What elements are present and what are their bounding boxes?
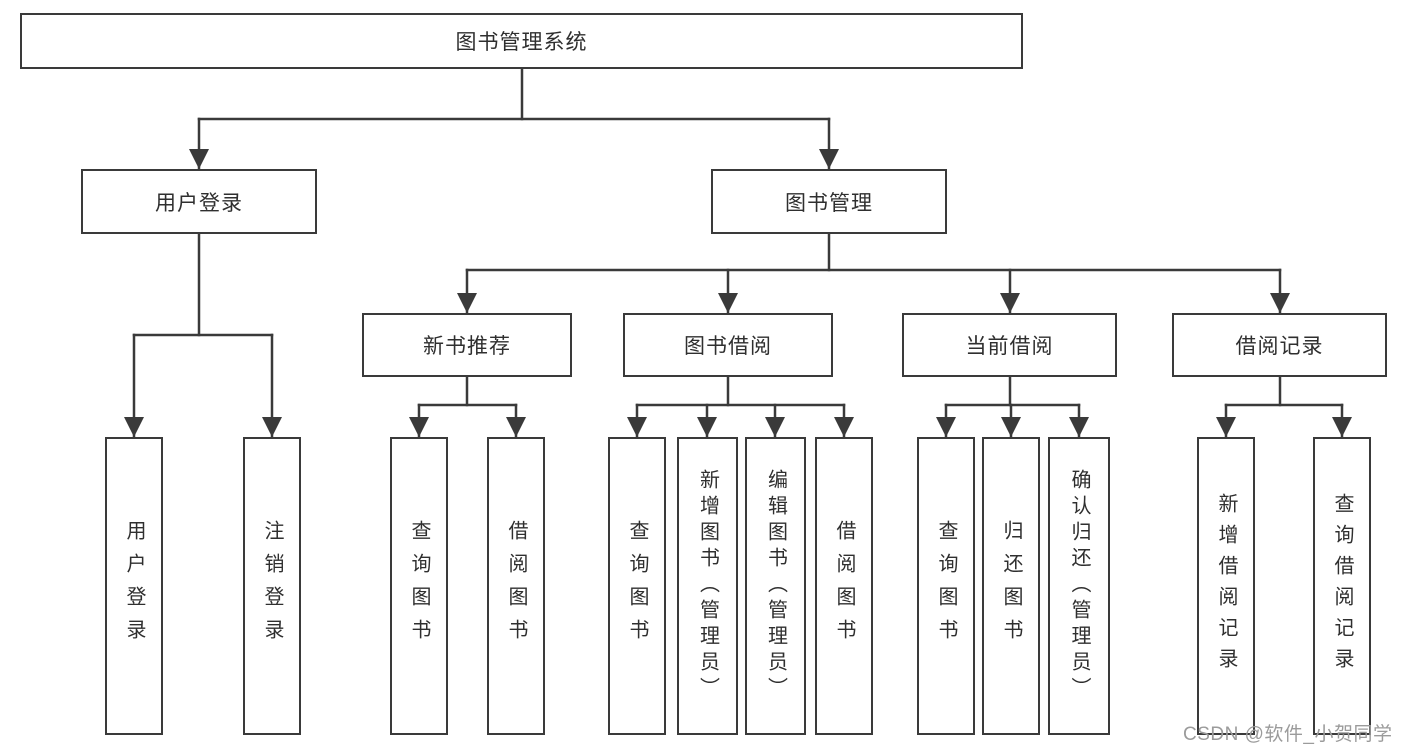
csdn-watermark: CSDN @软件_小贺同学 <box>1183 724 1393 745</box>
node-borrow-record: 借阅记录 <box>1172 313 1387 377</box>
leaf-edit-book-admin: 编辑图书（管理员） <box>745 437 806 735</box>
leaf-logout-label: 注销登录 <box>261 520 283 652</box>
leaf-borrow-books-2: 借阅图书 <box>815 437 873 735</box>
leaf-borrow-books-1: 借阅图书 <box>487 437 545 735</box>
node-borrow-record-label: 借阅记录 <box>1235 335 1324 358</box>
leaf-query-books-3-label: 查询图书 <box>935 520 957 652</box>
leaf-borrow-books-1-label: 借阅图书 <box>505 520 527 652</box>
leaf-query-borrow-record-label: 查询借阅记录 <box>1331 493 1353 679</box>
leaf-return-books: 归还图书 <box>982 437 1040 735</box>
node-root-label: 图书管理系统 <box>455 31 588 54</box>
leaf-confirm-return-admin: 确认归还（管理员） <box>1048 437 1110 735</box>
leaf-user-login-label: 用户登录 <box>123 520 145 652</box>
node-book-borrow-label: 图书借阅 <box>684 335 772 358</box>
node-new-book-recommend: 新书推荐 <box>362 313 572 377</box>
leaf-query-books-2: 查询图书 <box>608 437 666 735</box>
leaf-edit-book-admin-label: 编辑图书（管理员） <box>764 469 787 703</box>
leaf-borrow-books-2-label: 借阅图书 <box>833 520 855 652</box>
leaf-query-books-1: 查询图书 <box>390 437 448 735</box>
leaf-add-book-admin: 新增图书（管理员） <box>677 437 738 735</box>
leaf-query-borrow-record: 查询借阅记录 <box>1313 437 1371 735</box>
node-current-borrow: 当前借阅 <box>902 313 1117 377</box>
node-book-borrow: 图书借阅 <box>623 313 833 377</box>
leaf-query-books-1-label: 查询图书 <box>408 520 430 652</box>
leaf-add-borrow-record: 新增借阅记录 <box>1197 437 1255 735</box>
node-user-login-label: 用户登录 <box>155 191 243 215</box>
leaf-confirm-return-admin-label: 确认归还（管理员） <box>1068 469 1090 703</box>
leaf-add-borrow-record-label: 新增借阅记录 <box>1215 493 1237 679</box>
leaf-query-books-3: 查询图书 <box>917 437 975 735</box>
leaf-user-login: 用户登录 <box>105 437 163 735</box>
leaf-add-book-admin-label: 新增图书（管理员） <box>696 469 719 703</box>
node-book-management-label: 图书管理 <box>785 191 873 215</box>
leaf-return-books-label: 归还图书 <box>1000 520 1022 652</box>
node-current-borrow-label: 当前借阅 <box>965 335 1054 358</box>
node-user-login: 用户登录 <box>81 169 317 234</box>
node-new-book-recommend-label: 新书推荐 <box>423 335 511 358</box>
node-book-management: 图书管理 <box>711 169 947 234</box>
node-root: 图书管理系统 <box>20 13 1023 69</box>
leaf-logout: 注销登录 <box>243 437 301 735</box>
leaf-query-books-2-label: 查询图书 <box>626 520 648 652</box>
